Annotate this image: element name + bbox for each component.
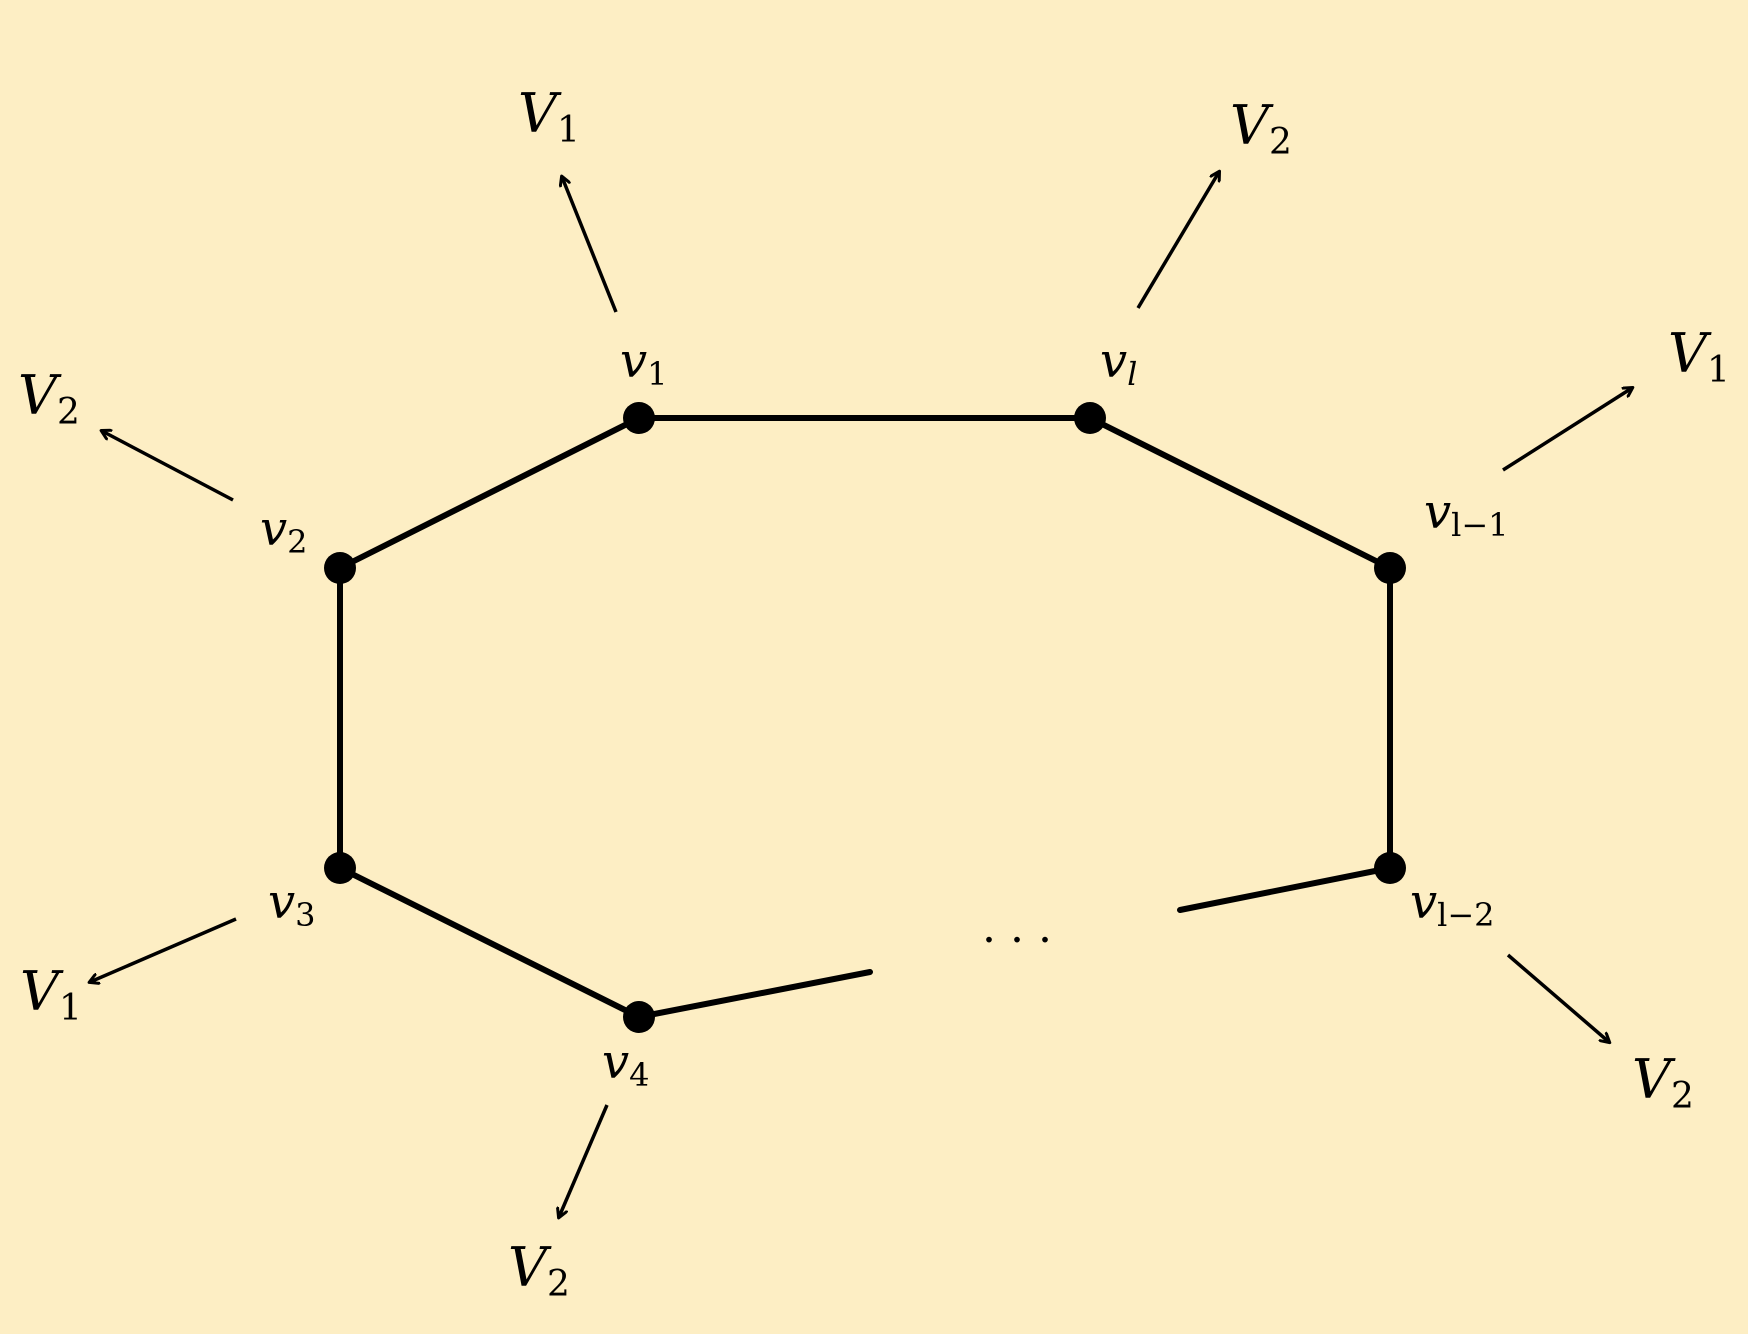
label-vl-1: vl−1 — [1424, 484, 1509, 544]
label-v3: v3 — [268, 874, 315, 934]
vertex-vl-2 — [1374, 852, 1406, 884]
edge-vl-vl-1 — [1087, 415, 1393, 571]
arrow-vl-1 — [1502, 388, 1632, 472]
target-label-v4: V2 — [508, 1236, 570, 1305]
label-v1: v1 — [620, 333, 667, 393]
target-label-v2: V2 — [18, 364, 80, 433]
arrow-v3 — [90, 917, 237, 982]
target-label-vl: V2 — [1230, 94, 1292, 163]
vertex-labels: v1 vl vl−1 vl−2 v2 v3 v4 — [260, 333, 1509, 1094]
label-v2: v2 — [260, 501, 307, 561]
target-label-v3: V1 — [20, 960, 82, 1029]
label-vl-2: vl−2 — [1410, 874, 1495, 934]
ellipsis: . . . — [982, 902, 1052, 953]
vertex-vl — [1074, 402, 1106, 434]
edge-v3-v4 — [337, 865, 642, 1020]
arrow-vl — [1136, 172, 1219, 309]
target-label-vl-1: V1 — [1668, 322, 1730, 391]
arrow-v2 — [102, 431, 234, 502]
edge-vl-2-gap — [1177, 865, 1393, 913]
target-label-v1: V1 — [518, 82, 580, 151]
arrow-v1 — [562, 177, 618, 313]
label-vl: vl — [1100, 333, 1137, 393]
vertex-v1 — [623, 402, 655, 434]
arrow-v4 — [559, 1104, 609, 1217]
arrows — [90, 172, 1632, 1217]
cycle-edges — [337, 415, 1393, 1020]
target-labels: V1 V2 V1 V2 V2 V1 V2 — [18, 82, 1730, 1305]
vertex-v2 — [324, 552, 356, 584]
vertices — [324, 402, 1406, 1033]
vertex-vl-1 — [1374, 552, 1406, 584]
edge-v4-gap — [636, 969, 873, 1020]
label-v4: v4 — [602, 1034, 649, 1094]
target-label-vl-2: V2 — [1632, 1048, 1694, 1117]
vertex-v4 — [623, 1001, 655, 1033]
vertex-v3 — [324, 852, 356, 884]
edge-v1-v2 — [337, 415, 642, 571]
arrow-vl-2 — [1506, 953, 1609, 1042]
